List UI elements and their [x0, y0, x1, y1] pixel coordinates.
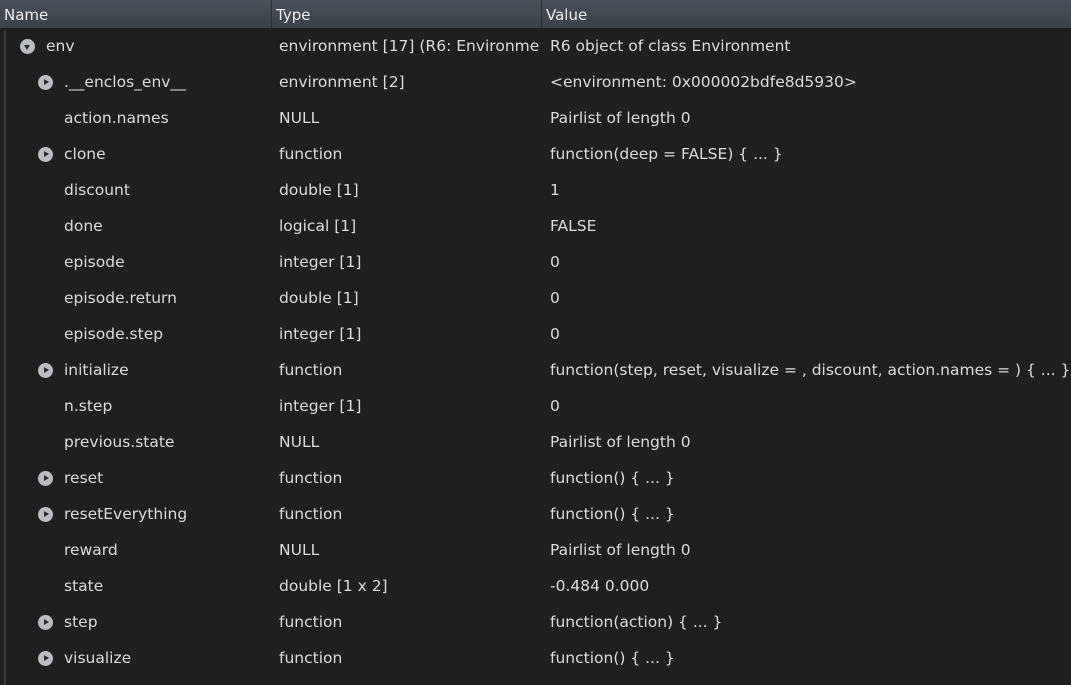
row-value: function(step, reset, visualize = , disc… [550, 361, 1070, 379]
row-value: <environment: 0x000002bdfe8d5930> [550, 73, 857, 91]
tree-row[interactable]: reward NULL Pairlist of length 0 [0, 532, 1071, 568]
tree-row[interactable]: clone function function(deep = FALSE) { ..… [0, 136, 1071, 172]
tree-row[interactable]: action.names NULL Pairlist of length 0 [0, 100, 1071, 136]
row-type: NULL [279, 433, 320, 451]
row-name: reward [64, 541, 118, 559]
expand-toggle-icon[interactable] [38, 507, 53, 522]
tree-row[interactable]: reset function function() { ... } [0, 460, 1071, 496]
row-type: function [279, 613, 343, 631]
expand-toggle-icon[interactable] [38, 75, 53, 90]
row-name: previous.state [64, 433, 175, 451]
tree-row[interactable]: initialize function function(step, reset, … [0, 352, 1071, 388]
row-value: function() { ... } [550, 649, 675, 667]
row-name: action.names [64, 109, 169, 127]
row-value: Pairlist of length 0 [550, 541, 691, 559]
row-type: NULL [279, 109, 320, 127]
row-value: 0 [550, 397, 560, 415]
tree-row[interactable]: step function function(action) { ... } [0, 604, 1071, 640]
column-header-name[interactable]: Name [0, 0, 272, 28]
tree-row[interactable]: state double [1 x 2] -0.484 0.000 [0, 568, 1071, 604]
row-name: .__enclos_env__ [64, 73, 186, 91]
row-name: episode.return [64, 289, 177, 307]
row-type: function [279, 361, 343, 379]
tree-indent-rule [4, 30, 6, 685]
row-type: function [279, 649, 343, 667]
row-value: 0 [550, 253, 560, 271]
row-type: double [1] [279, 181, 359, 199]
tree-row[interactable]: n.step integer [1] 0 [0, 388, 1071, 424]
tree-body: env environment [17] (R6: Environme R6 obj… [0, 28, 1071, 685]
row-name: initialize [64, 361, 129, 379]
tree-row[interactable]: visualize function function() { ... } [0, 640, 1071, 676]
row-name: step [64, 613, 98, 631]
tree-row[interactable]: env environment [17] (R6: Environme R6 obj… [0, 28, 1071, 64]
row-type: logical [1] [279, 217, 357, 235]
row-type: function [279, 145, 343, 163]
row-name: state [64, 577, 104, 595]
row-name: reset [64, 469, 104, 487]
expand-toggle-icon[interactable] [38, 615, 53, 630]
row-type: double [1] [279, 289, 359, 307]
expand-toggle-icon[interactable] [38, 651, 53, 666]
row-type: environment [2] [279, 73, 405, 91]
row-name: env [46, 37, 75, 55]
row-name: episode.step [64, 325, 164, 343]
row-type: integer [1] [279, 325, 362, 343]
row-type: integer [1] [279, 253, 362, 271]
tree-row[interactable]: previous.state NULL Pairlist of length 0 [0, 424, 1071, 460]
row-name: discount [64, 181, 130, 199]
row-name: n.step [64, 397, 113, 415]
expand-toggle-icon[interactable] [38, 471, 53, 486]
row-type: integer [1] [279, 397, 362, 415]
row-type: function [279, 469, 343, 487]
row-value: function() { ... } [550, 505, 675, 523]
tree-row[interactable]: episode.return double [1] 0 [0, 280, 1071, 316]
row-value: function(deep = FALSE) { ... } [550, 145, 783, 163]
row-name: resetEverything [64, 505, 188, 523]
column-header-value[interactable]: Value [542, 0, 1071, 28]
row-value: 1 [550, 181, 560, 199]
row-value: function(action) { ... } [550, 613, 723, 631]
column-header-type[interactable]: Type [272, 0, 542, 28]
row-value: 0 [550, 289, 560, 307]
row-name: visualize [64, 649, 132, 667]
row-name: done [64, 217, 103, 235]
row-value: 0 [550, 325, 560, 343]
row-value: Pairlist of length 0 [550, 433, 691, 451]
tree-row[interactable]: done logical [1] FALSE [0, 208, 1071, 244]
row-value: Pairlist of length 0 [550, 109, 691, 127]
expand-toggle-icon[interactable] [38, 363, 53, 378]
row-value: FALSE [550, 217, 597, 235]
tree-row[interactable]: discount double [1] 1 [0, 172, 1071, 208]
row-type: function [279, 505, 343, 523]
row-name: episode [64, 253, 125, 271]
row-type: double [1 x 2] [279, 577, 388, 595]
tree-row[interactable]: resetEverything function function() { ... … [0, 496, 1071, 532]
row-value: function() { ... } [550, 469, 675, 487]
row-type: environment [17] (R6: Environme [279, 37, 540, 55]
tree-row[interactable]: episode.step integer [1] 0 [0, 316, 1071, 352]
row-value: -0.484 0.000 [550, 577, 650, 595]
column-header: Name Type Value [0, 0, 1071, 28]
tree-row[interactable]: episode integer [1] 0 [0, 244, 1071, 280]
collapse-toggle-icon[interactable] [20, 39, 35, 54]
tree-row[interactable]: .__enclos_env__ environment [2] <environme… [0, 64, 1071, 100]
expand-toggle-icon[interactable] [38, 147, 53, 162]
row-type: NULL [279, 541, 320, 559]
row-value: R6 object of class Environment [550, 37, 791, 55]
row-name: clone [64, 145, 106, 163]
